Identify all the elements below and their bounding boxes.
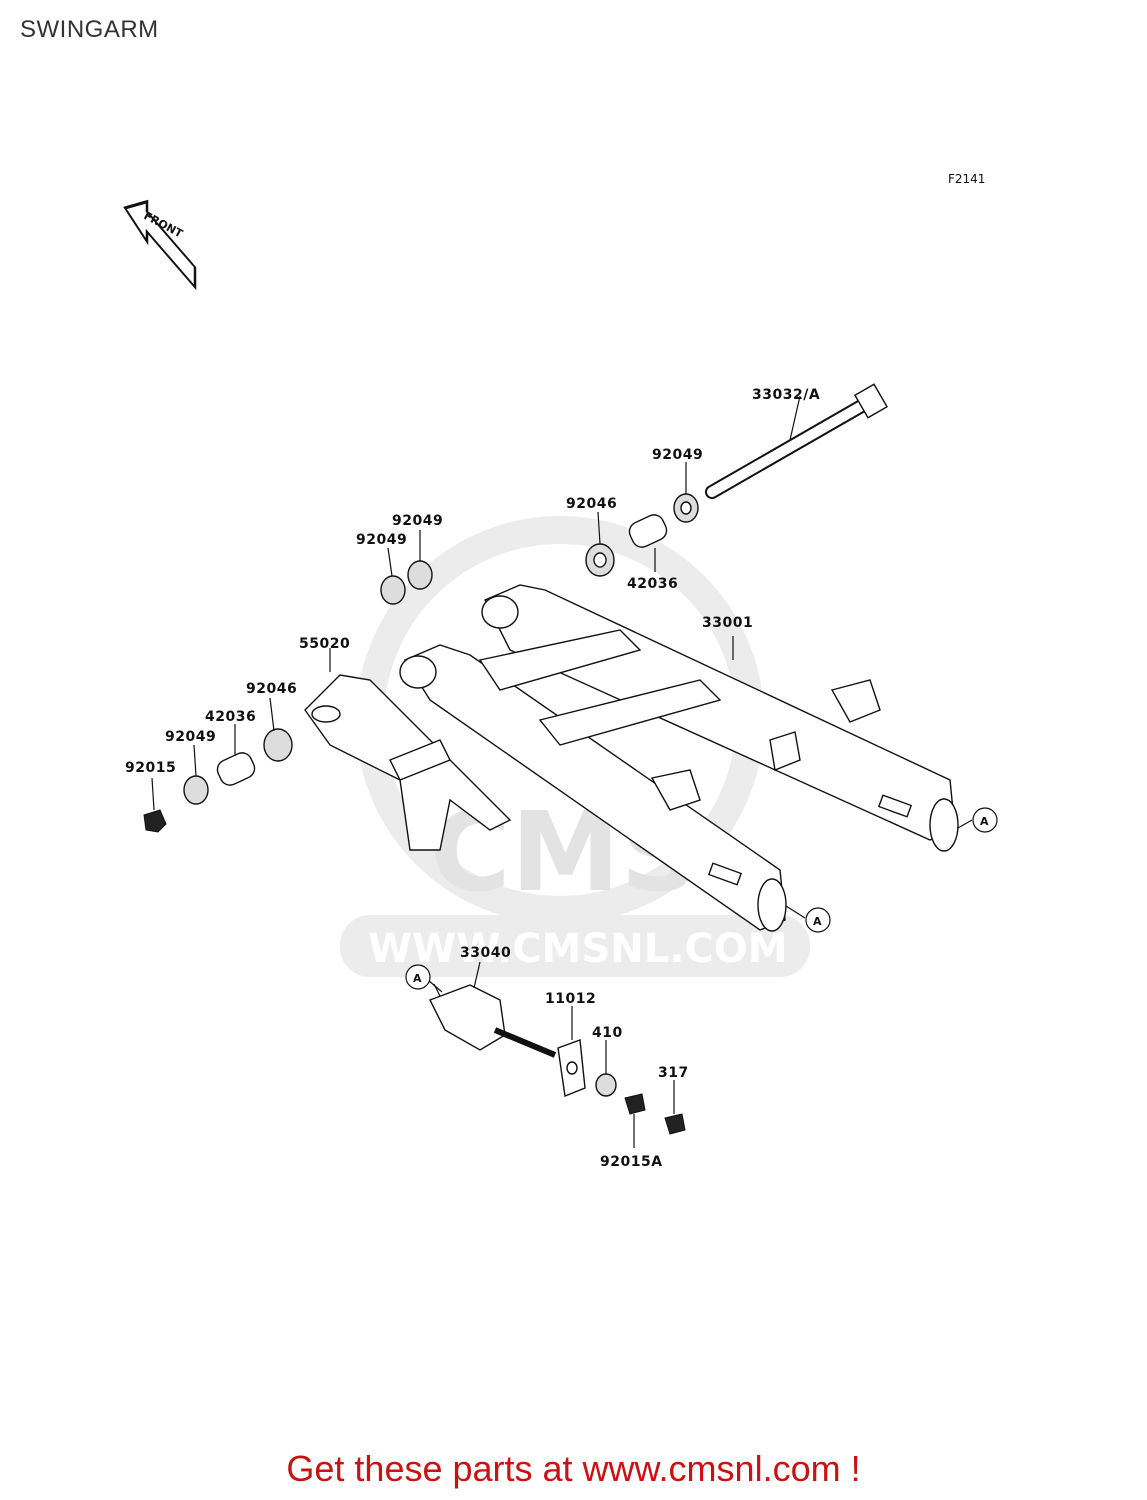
promo-link[interactable]: Get these parts at www.cmsnl.com ! [286, 1448, 861, 1489]
part-label-33032[interactable]: 33032/A [752, 387, 820, 403]
part-label-317[interactable]: 317 [658, 1065, 689, 1081]
pivot-shaft [705, 383, 888, 499]
chain-guide [304, 648, 512, 851]
part-label-92049-b[interactable]: 92049 [392, 513, 443, 529]
watermark-url: WWW.CMSNL.COM [368, 926, 788, 972]
callout-a-3-label: A [413, 972, 422, 985]
callout-a-3: A [405, 964, 443, 993]
right-bushings [585, 462, 699, 577]
part-label-92015A[interactable]: 92015A [600, 1154, 663, 1170]
part-labels: 33032/A 92049 92046 42036 33001 92049 92… [125, 387, 820, 1170]
part-label-92015[interactable]: 92015 [125, 760, 176, 776]
callout-a-1-label: A [980, 815, 989, 828]
part-label-42036-b[interactable]: 42036 [205, 709, 256, 725]
callout-a-2: A [785, 905, 831, 933]
part-label-33001[interactable]: 33001 [702, 615, 753, 631]
figure-code: F2141 [948, 172, 986, 186]
part-label-92049-a[interactable]: 92049 [652, 447, 703, 463]
part-label-92046-a[interactable]: 92046 [566, 496, 617, 512]
swingarm-diagram: CMS WWW.CMSNL.COM FRONT [123, 199, 998, 1170]
part-label-42036-a[interactable]: 42036 [627, 576, 678, 592]
callout-a-2-label: A [813, 915, 822, 928]
part-label-55020[interactable]: 55020 [299, 636, 350, 652]
left-bushings [143, 530, 433, 833]
swingarm-body [399, 584, 959, 932]
callout-a-1: A [957, 807, 998, 833]
part-label-92046-b[interactable]: 92046 [246, 681, 297, 697]
front-arrow-icon: FRONT [123, 199, 197, 291]
page-title: SWINGARM [20, 16, 159, 43]
part-label-92049-d[interactable]: 92049 [165, 729, 216, 745]
part-label-410[interactable]: 410 [592, 1025, 623, 1041]
chain-adjuster [429, 961, 686, 1148]
part-label-33040[interactable]: 33040 [460, 945, 511, 961]
part-label-92049-c[interactable]: 92049 [356, 532, 407, 548]
part-label-11012[interactable]: 11012 [545, 991, 596, 1007]
